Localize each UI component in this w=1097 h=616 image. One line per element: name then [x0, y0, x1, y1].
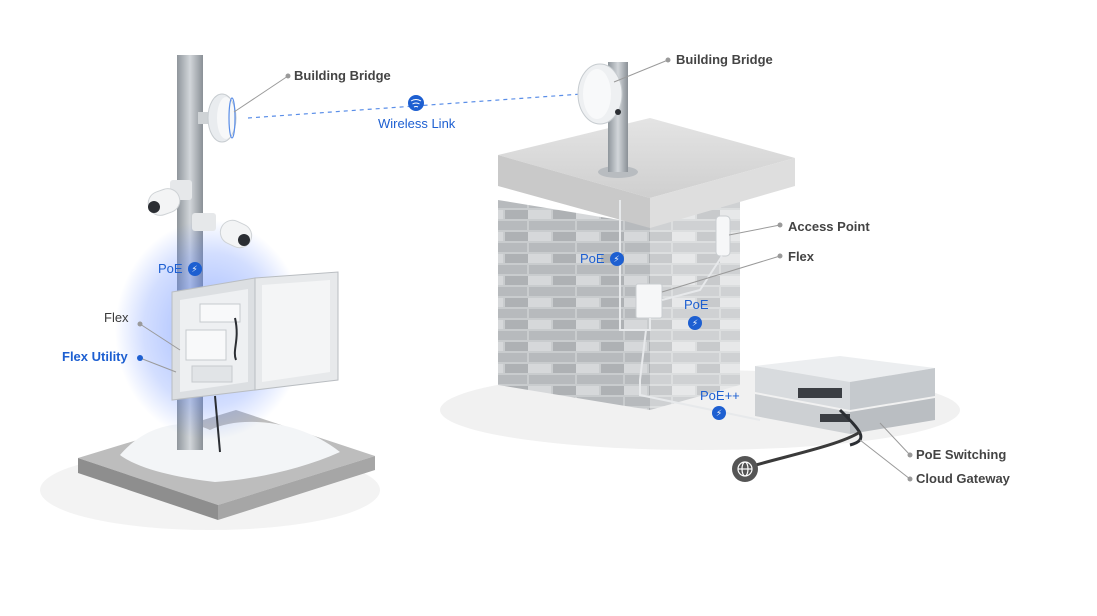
label-access-point: Access Point — [788, 219, 870, 234]
leader-dots — [137, 57, 913, 482]
label-poe-wall-right: PoE — [684, 297, 709, 312]
leader-lines — [139, 59, 911, 480]
bolt-icon: ⚡ — [712, 406, 726, 420]
label-building-bridge-left: Building Bridge — [294, 68, 391, 83]
label-wireless-link: Wireless Link — [378, 116, 456, 131]
cable-run — [619, 200, 761, 421]
brick-building — [498, 118, 795, 410]
globe-icon — [732, 456, 758, 482]
label-cloud-gateway: Cloud Gateway — [916, 471, 1010, 486]
wifi-icon — [408, 95, 424, 111]
concrete-base — [78, 410, 375, 520]
camera-lower — [192, 213, 253, 249]
bolt-icon: ⚡ — [688, 316, 702, 330]
label-building-bridge-right: Building Bridge — [676, 52, 773, 67]
flex-utility-dot — [137, 355, 143, 361]
access-point-device — [715, 215, 731, 257]
label-flex-right: Flex — [788, 249, 815, 264]
uplink-cable — [744, 430, 861, 470]
cable-ap — [661, 255, 723, 301]
poe-pole-badge: PoE ⚡ — [158, 261, 202, 276]
label-poe-wall-left: PoE — [580, 251, 605, 266]
poe-wall-left-badge: PoE ⚡ — [580, 251, 624, 266]
flex-utility-enclosure — [171, 271, 339, 453]
building-bridge-right-device — [577, 63, 623, 125]
label-poe-plus-plus: PoE++ — [700, 388, 740, 403]
label-poe-pole: PoE — [158, 261, 183, 276]
label-flex-left: Flex — [104, 310, 129, 325]
label-flex-utility: Flex Utility — [62, 349, 128, 364]
bolt-icon: ⚡ — [609, 251, 624, 266]
camera-upper — [147, 180, 192, 216]
bolt-icon: ⚡ — [187, 261, 202, 276]
label-poe-switching: PoE Switching — [916, 447, 1007, 462]
network-rack — [755, 356, 935, 447]
building-bridge-left-device — [198, 93, 237, 143]
flex-right-device — [635, 283, 663, 319]
